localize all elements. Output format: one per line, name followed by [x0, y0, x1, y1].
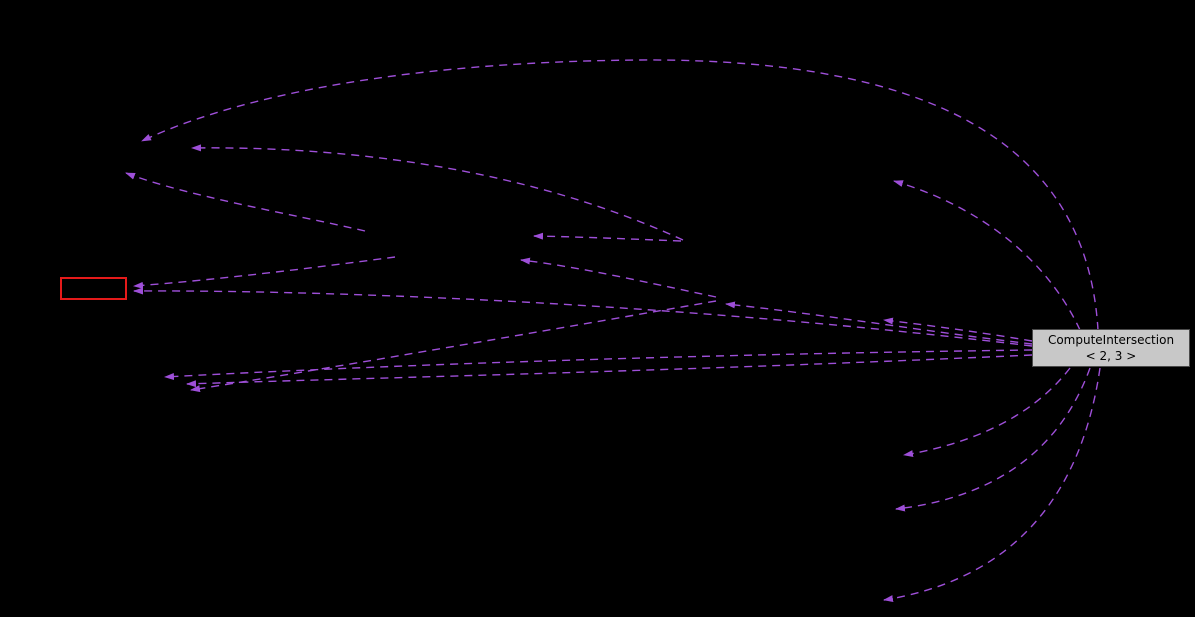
dependency-edge: [191, 144, 684, 241]
dependency-edge: [893, 180, 1081, 331]
dependency-edge: [883, 317, 1033, 342]
dependency-edge: [903, 367, 1071, 457]
dependency-edge: [533, 232, 682, 242]
node-label-line1: ComputeIntersection: [1047, 332, 1175, 347]
dependency-edge: [520, 257, 717, 298]
dependency-edge: [164, 349, 1033, 381]
node-compute-intersection[interactable]: ComputeIntersection < 2, 3 >: [1032, 329, 1190, 367]
dependency-edge: [133, 256, 396, 289]
dependency-edge: [133, 287, 1033, 347]
dependency-edge: [725, 301, 1033, 345]
dependency-edge: [141, 59, 1099, 331]
dependency-edge: [895, 367, 1091, 512]
dependency-edge: [186, 354, 1033, 388]
dependency-edge: [125, 172, 366, 232]
node-label-line2: < 2, 3 >: [1085, 349, 1137, 363]
dependency-edge: [883, 367, 1101, 603]
node-highlighted[interactable]: [60, 277, 127, 300]
